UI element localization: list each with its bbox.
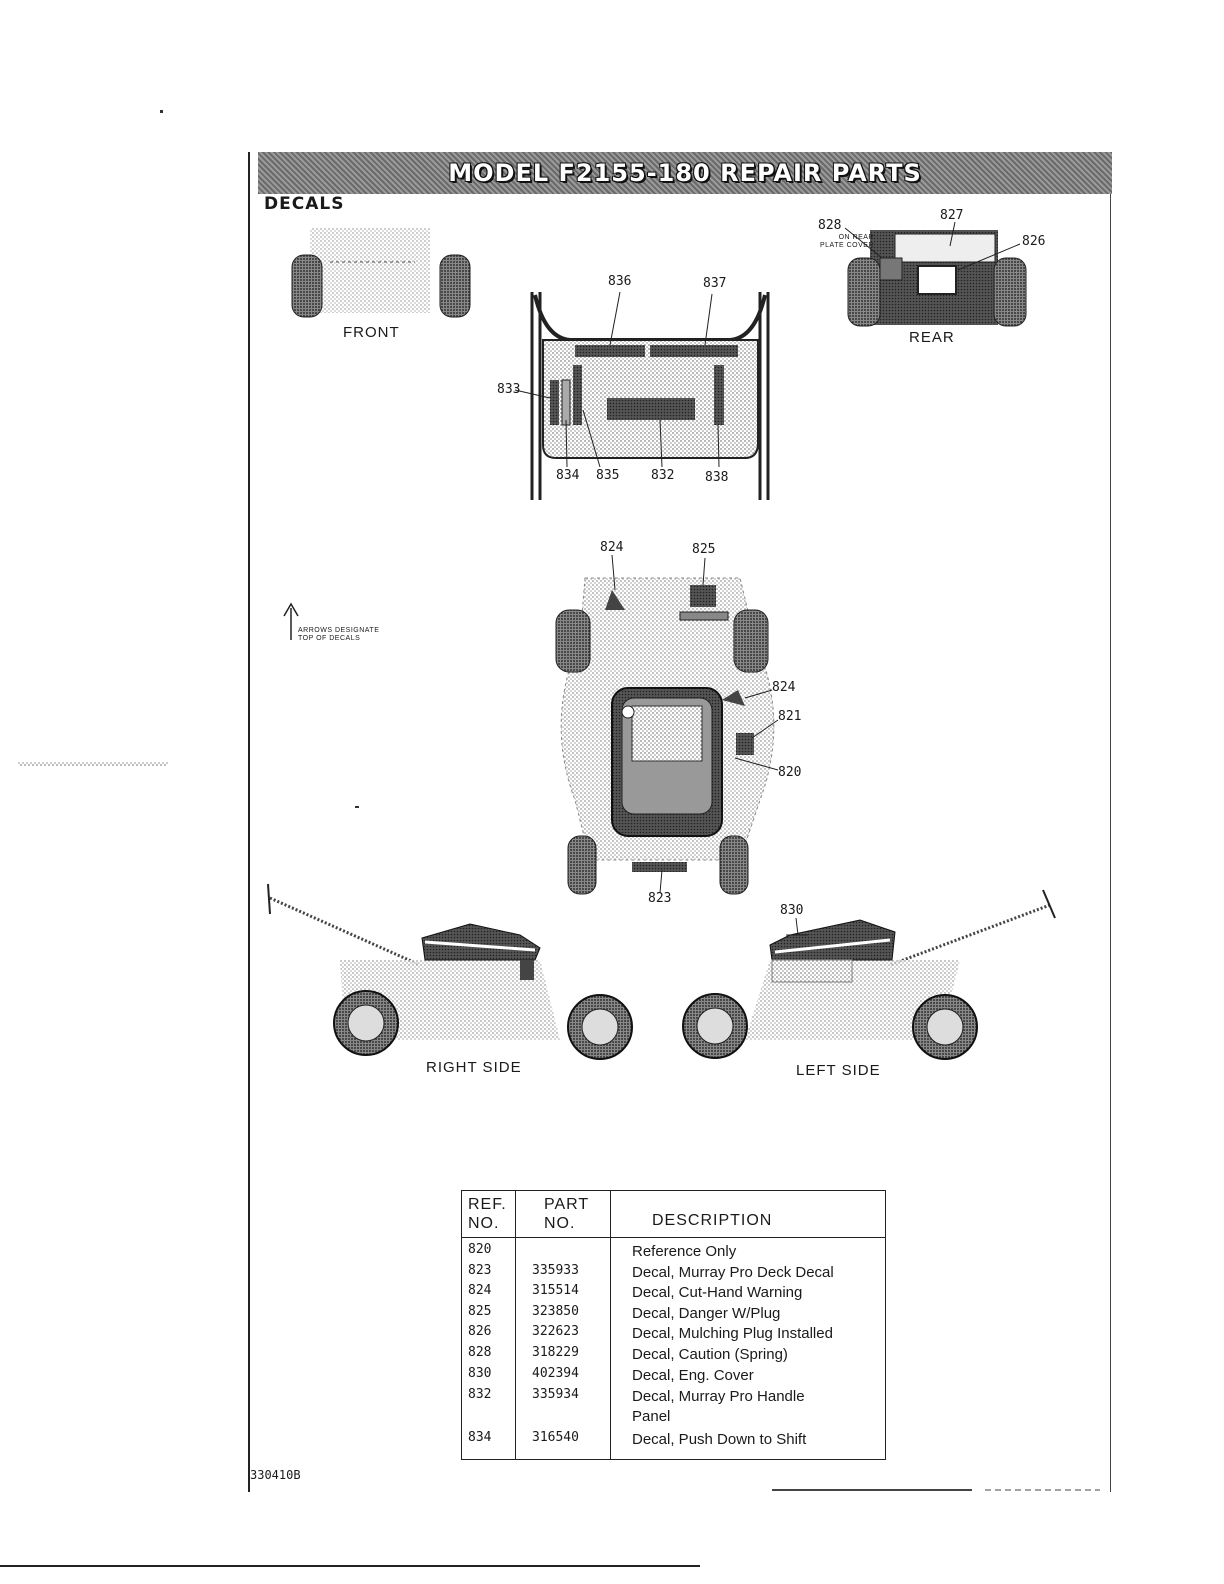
table-row: 825 323850 Decal, Danger W/Plug — [468, 1304, 781, 1322]
table-header-divider — [462, 1237, 885, 1238]
handle-panel-view — [514, 291, 770, 500]
part-no-header: PART NO. — [544, 1196, 590, 1232]
table-row: 826 322623 Decal, Mulching Plug Installe… — [468, 1324, 833, 1342]
callout-837: 837 — [703, 276, 727, 291]
callout-830: 830 — [780, 903, 804, 918]
callout-827: 827 — [940, 208, 964, 223]
callout-825: 825 — [692, 542, 716, 557]
callout-833: 833 — [497, 382, 521, 397]
front-view — [291, 228, 471, 318]
table-row: 820 Reference Only — [468, 1242, 737, 1260]
right-side-view — [267, 883, 633, 1060]
callout-838: 838 — [705, 470, 729, 485]
left-side-view — [682, 889, 1056, 1060]
table-row: 823 335933 Decal, Murray Pro Deck Decal — [468, 1263, 834, 1281]
rear-view-label: REAR — [909, 329, 955, 346]
callout-826: 826 — [1022, 234, 1046, 249]
callout-821: 821 — [778, 709, 802, 724]
table-row: 834 316540 Decal, Push Down to Shift — [468, 1430, 807, 1448]
page-title: MODEL F2155-180 REPAIR PARTS — [448, 159, 922, 187]
table-row: 832 335934 Decal, Murray Pro Handle Pane… — [468, 1387, 805, 1425]
right-side-label: RIGHT SIDE — [426, 1059, 522, 1076]
callout-824-side: 824 — [772, 680, 796, 695]
left-side-label: LEFT SIDE — [796, 1062, 881, 1079]
ref-no-header: REF. NO. — [468, 1196, 507, 1232]
arrow-legend-note: ARROWS DESIGNATE TOP OF DECALS — [298, 627, 380, 642]
scan-artifacts — [0, 110, 1100, 1567]
table-col-divider — [515, 1191, 516, 1459]
callout-832: 832 — [651, 468, 675, 483]
callout-824-top: 824 — [600, 540, 624, 555]
table-row: 828 318229 Decal, Caution (Spring) — [468, 1345, 788, 1363]
description-header: DESCRIPTION — [652, 1212, 773, 1229]
rear-plate-note: ON REAR PLATE COVER — [820, 234, 874, 249]
arrow-legend-icon — [283, 602, 299, 640]
front-view-label: FRONT — [343, 324, 400, 341]
top-view — [555, 554, 779, 895]
callout-836: 836 — [608, 274, 632, 289]
document-number: 330410B — [250, 1468, 301, 1482]
table-row: 824 315514 Decal, Cut-Hand Warning — [468, 1283, 803, 1301]
page-frame — [248, 152, 1111, 1492]
table-row: 830 402394 Decal, Eng. Cover — [468, 1366, 754, 1384]
callout-828: 828 — [818, 218, 842, 233]
callout-834: 834 — [556, 468, 580, 483]
callout-820: 820 — [778, 765, 802, 780]
rear-view — [844, 221, 1027, 327]
callout-835: 835 — [596, 468, 620, 483]
title-bar: MODEL F2155-180 REPAIR PARTS — [258, 152, 1112, 194]
section-label: DECALS — [264, 194, 345, 214]
table-col-divider — [610, 1191, 611, 1459]
callout-823: 823 — [648, 891, 672, 906]
parts-table: REF. NO. PART NO. DESCRIPTION 820 Refere… — [461, 1190, 886, 1460]
